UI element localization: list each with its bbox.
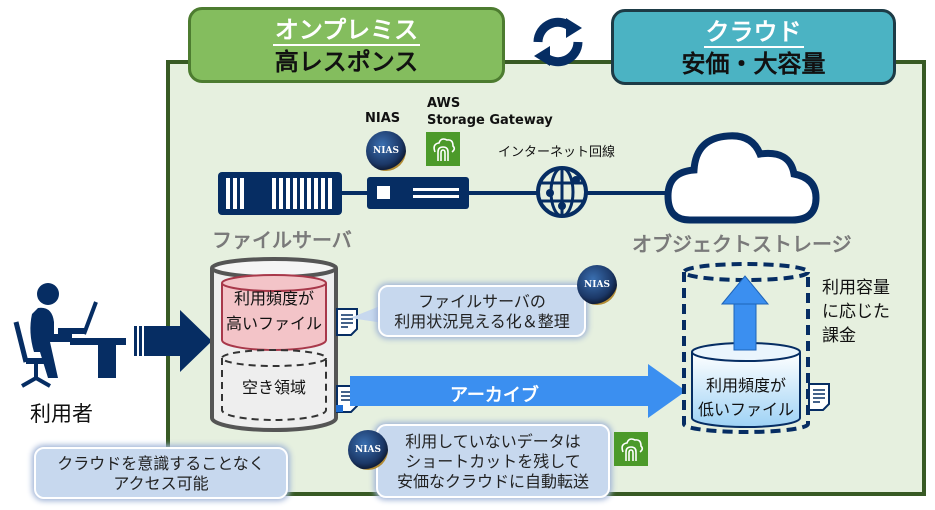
billing-label: 利用容量 に応じた 課金 (822, 276, 890, 348)
free-space-label: 空き領域 (241, 378, 306, 397)
onprem-header: オンプレミス 高レスポンス (188, 7, 505, 83)
onprem-subtitle: 高レスポンス (274, 48, 419, 76)
high-freq-files-label: 利用頻度が 高いファイル (222, 286, 326, 336)
low-freq-line2: 低いファイル (697, 400, 794, 419)
nias-logo-icon: NIAS (577, 265, 617, 305)
high-freq-line1: 利用頻度が (233, 289, 314, 308)
storage-gateway-icon (426, 132, 460, 166)
cloud-subtitle: 安価・大容量 (681, 50, 826, 78)
nias-logo-icon: NIAS (348, 430, 388, 470)
callout-auto-transfer: 利用していないデータは ショートカットを残して 安価なクラウドに自動転送 (376, 424, 610, 498)
globe-icon (536, 166, 588, 218)
refresh-icon (533, 17, 583, 67)
callout-user-line2: アクセス可能 (113, 474, 209, 493)
file-server-icon (218, 172, 342, 215)
callout-transparent-access: クラウドを意識することなく アクセス可能 (34, 447, 288, 499)
billing-line1: 利用容量 (822, 278, 890, 298)
low-freq-files-label: 利用頻度が 低いファイル (692, 374, 800, 422)
internet-label: インターネット回線 (498, 145, 616, 160)
cloud-header: クラウド 安価・大容量 (611, 9, 896, 85)
aws-label-line2: Storage Gateway (427, 113, 553, 128)
billing-line3: 課金 (822, 326, 856, 346)
user-at-desk-icon (13, 283, 126, 388)
archive-label: アーカイブ (450, 385, 539, 406)
callout-visualize-line1: ファイルサーバの (418, 292, 546, 311)
nias-logo-icon: NIAS (366, 131, 406, 171)
user-label: 利用者 (30, 402, 93, 426)
archive-arrow-icon (350, 364, 686, 418)
low-freq-line1: 利用頻度が (705, 376, 786, 395)
gateway-appliance-icon (367, 177, 469, 209)
object-storage-label: オブジェクトストレージ (632, 232, 852, 256)
onprem-title: オンプレミス (272, 16, 421, 46)
access-arrow-icon (134, 310, 212, 372)
aws-label-line1: AWS (427, 96, 461, 111)
local-storage-cylinder (210, 257, 338, 432)
file-server-label: ファイルサーバ (212, 228, 352, 252)
callout-user-line1: クラウドを意識することなく (57, 454, 265, 473)
cloud-storage-cylinder (682, 262, 810, 434)
storage-gateway-icon (614, 432, 648, 466)
callout-transfer-line1: 利用していないデータは (405, 432, 581, 451)
cloud-title: クラウド (703, 18, 804, 48)
callout-transfer-line3: 安価なクラウドに自動転送 (396, 472, 589, 491)
document-icon (336, 308, 358, 336)
callout-visualize: ファイルサーバの 利用状況見える化＆整理 (378, 285, 586, 337)
billing-line2: に応じた (822, 302, 890, 322)
callout-visualize-line2: 利用状況見える化＆整理 (394, 312, 570, 331)
nias-label: NIAS (365, 111, 401, 126)
high-freq-line2: 高いファイル (225, 314, 322, 333)
callout-transfer-line2: ショートカットを残して (405, 452, 581, 471)
cloud-storage-icon (664, 132, 820, 224)
